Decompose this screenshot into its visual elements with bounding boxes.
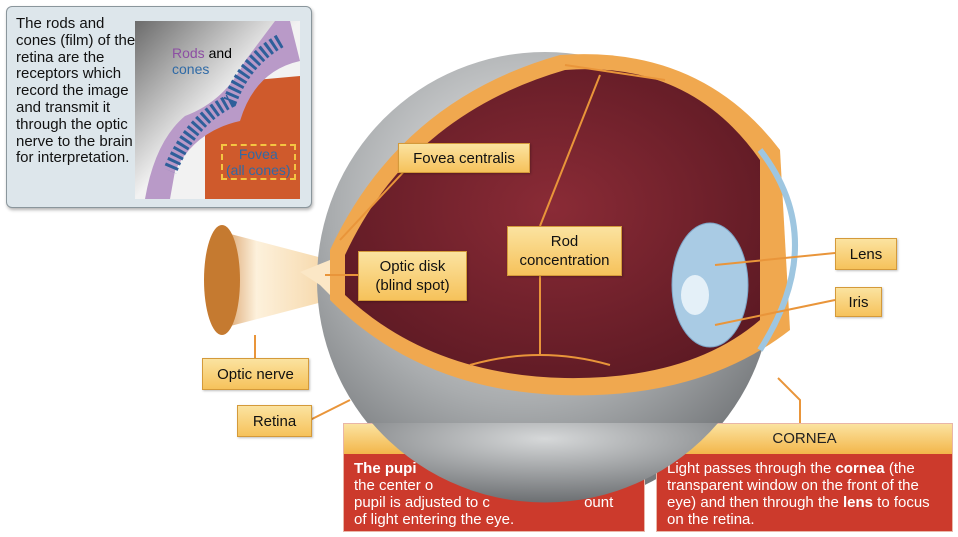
rods-cones-label: Rods and cones xyxy=(172,45,232,77)
retina-detail-callout: The rods and cones (film) of the retina … xyxy=(6,6,312,208)
pupil-text-3: pupil is adjusted to c xyxy=(354,494,490,511)
rod-text: Rod xyxy=(550,233,579,250)
label-lens: Lens xyxy=(835,238,897,270)
cornea-info-box: CORNEA Light passes through the cornea (… xyxy=(656,423,953,532)
label-retina: Retina xyxy=(237,405,312,437)
callout-text: The rods and cones (film) of the retina … xyxy=(16,15,136,167)
label-optic-nerve: Optic nerve xyxy=(202,358,309,390)
rods-cones-illustration xyxy=(135,21,300,199)
cones-word: cones xyxy=(172,61,210,77)
label-iris: Iris xyxy=(835,287,882,317)
optic-disk-text: Optic disk xyxy=(379,258,446,275)
label-optic-disk: Optic disk (blind spot) xyxy=(358,251,467,301)
rods-word: Rods xyxy=(172,45,205,61)
pupil-info-box: The pupi the center o pupil is adjusted … xyxy=(343,423,645,532)
cornea-heading: CORNEA xyxy=(657,424,952,454)
label-rod-concentration: Rod concentration xyxy=(507,226,622,276)
cornea-text-3: to focus on the retina. xyxy=(667,494,930,528)
pupil-text-1: The pupi xyxy=(354,460,417,477)
cornea-bold: cornea xyxy=(835,460,885,477)
pupil-text-4: of light entering the eye. xyxy=(354,511,515,528)
optic-nerve-shape xyxy=(207,230,330,330)
lens-shape xyxy=(671,222,749,348)
blind-spot-text: (blind spot) xyxy=(375,277,450,294)
all-cones-word: (all cones) xyxy=(226,162,291,178)
pupil-text-2: the center o xyxy=(354,477,434,494)
pupil-heading xyxy=(344,424,644,454)
fovea-callout-label: Fovea (all cones) xyxy=(221,144,296,180)
pupil-text-3b: ount xyxy=(584,494,614,511)
and-word: and xyxy=(208,45,232,61)
fovea-word: Fovea xyxy=(238,146,278,162)
cornea-text-1: Light passes through the xyxy=(667,460,836,477)
concentration-text: concentration xyxy=(519,252,610,269)
label-fovea-centralis: Fovea centralis xyxy=(398,143,530,173)
lens-bold: lens xyxy=(842,494,873,511)
